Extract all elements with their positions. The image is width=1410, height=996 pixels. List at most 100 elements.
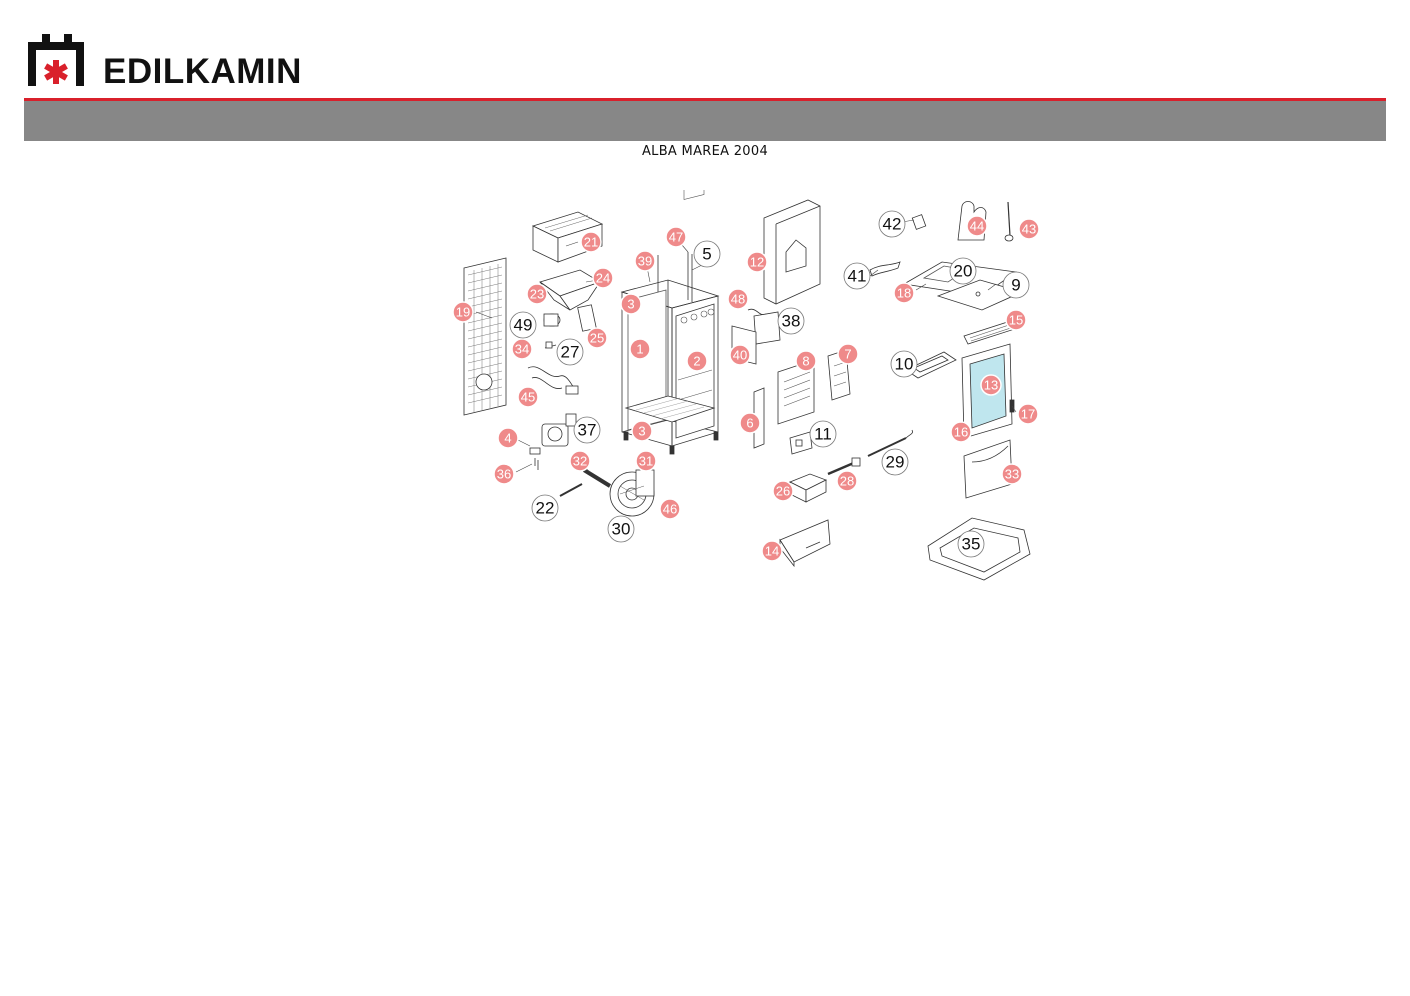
callout-part-23: 23	[526, 283, 548, 305]
callout-label: 9	[1011, 276, 1020, 295]
callout-part-42: 42	[878, 210, 906, 238]
drawing-ventilator	[582, 468, 655, 517]
callout-circle	[629, 338, 651, 360]
callout-circle	[881, 448, 909, 476]
callout-circle	[950, 421, 972, 443]
callout-part-11: 11	[809, 420, 837, 448]
callout-part-20: 20	[949, 257, 977, 285]
callout-circle	[586, 327, 608, 349]
callout-circle	[580, 231, 602, 253]
callout-label: 7	[844, 347, 851, 362]
callout-label: 17	[1021, 407, 1035, 422]
callout-part-21: 21	[580, 231, 602, 253]
exploded-parts-diagram: 1233456789101112131415161718192021222324…	[452, 190, 1040, 581]
callout-part-29: 29	[881, 448, 909, 476]
callout-circle	[809, 420, 837, 448]
callout-label: 38	[782, 312, 801, 331]
callout-part-1: 1	[629, 338, 651, 360]
callout-label: 21	[584, 235, 598, 250]
callout-circle	[772, 480, 794, 502]
callout-circle	[893, 282, 915, 304]
callout-circle	[509, 311, 537, 339]
callout-circle	[526, 283, 548, 305]
callout-circle	[452, 301, 474, 323]
drawing-cable-harness	[527, 366, 579, 395]
brand-name-text: EDILKAMIN	[103, 52, 302, 91]
callout-circle	[573, 416, 601, 444]
callout-label: 16	[954, 425, 968, 440]
callout-part-33: 33	[1001, 463, 1023, 485]
callout-part-46: 46	[659, 498, 681, 520]
callout-part-48: 48	[727, 288, 749, 310]
callout-circle	[631, 420, 653, 442]
callout-part-3a: 3	[620, 293, 642, 315]
callout-label: 37	[578, 421, 597, 440]
callout-part-15: 15	[1005, 309, 1027, 331]
callout-label: 39	[638, 254, 652, 269]
callout-part-26: 26	[772, 480, 794, 502]
callout-circle	[569, 450, 591, 472]
callout-circle	[795, 350, 817, 372]
callout-part-38: 38	[777, 307, 805, 335]
callout-label: 43	[1022, 222, 1036, 237]
callout-circle	[1017, 403, 1039, 425]
callout-part-47: 47	[665, 226, 687, 248]
callout-part-37: 37	[573, 416, 601, 444]
callout-label: 4	[504, 431, 511, 446]
callout-label: 18	[897, 286, 911, 301]
callout-part-49: 49	[509, 311, 537, 339]
callout-part-35: 35	[957, 530, 985, 558]
callout-label: 3	[638, 424, 645, 439]
callout-part-12: 12	[746, 251, 768, 273]
callout-label: 14	[765, 544, 779, 559]
callout-label: 36	[497, 467, 511, 482]
callout-label: 31	[639, 454, 653, 469]
callout-label: 30	[612, 520, 631, 539]
drawing-sensor	[529, 447, 541, 470]
document-title: ALBA MAREA 2004	[641, 144, 769, 159]
callout-circle	[659, 498, 681, 520]
callout-circle	[607, 515, 635, 543]
callout-part-2: 2	[686, 350, 708, 372]
drawing-ash-drawer	[779, 519, 831, 568]
callout-circle	[686, 350, 708, 372]
callout-label: 35	[962, 535, 981, 554]
callout-label: 8	[802, 354, 809, 369]
header-red-rule	[24, 98, 1386, 101]
callout-label: 45	[521, 390, 535, 405]
callout-label: 2	[693, 354, 700, 369]
callout-part-10: 10	[890, 350, 918, 378]
callout-circle	[517, 386, 539, 408]
callout-circle	[761, 540, 783, 562]
drawing-pellet-hopper	[531, 211, 604, 263]
callout-part-13: 13	[980, 374, 1002, 396]
callout-label: 22	[536, 499, 555, 518]
callout-label: 3	[627, 297, 634, 312]
callout-label: 11	[814, 425, 832, 444]
callout-circle	[634, 250, 656, 272]
callout-circle	[1002, 271, 1030, 299]
callout-label: 27	[561, 343, 580, 362]
callout-part-43: 43	[1018, 218, 1040, 240]
callout-circle	[511, 338, 533, 360]
drawing-door-gasket	[905, 351, 957, 379]
callout-part-4: 4	[497, 427, 519, 449]
callout-circle	[843, 262, 871, 290]
callout-label: 42	[883, 215, 902, 234]
callout-circle	[497, 427, 519, 449]
drawing-smoke-fan	[541, 413, 577, 447]
drawing-ash-container	[789, 457, 861, 503]
callout-circle	[878, 210, 906, 238]
callout-circle	[556, 338, 584, 366]
callout-circle	[729, 344, 751, 366]
callout-label: 29	[886, 453, 905, 472]
callout-part-8: 8	[795, 350, 817, 372]
callout-circle	[693, 240, 721, 268]
callout-part-19: 19	[452, 301, 474, 323]
callout-label: 48	[731, 292, 745, 307]
callout-label: 25	[590, 331, 604, 346]
callout-part-32: 32	[569, 450, 591, 472]
edilkamin-logo-icon	[28, 34, 84, 86]
callout-circle	[949, 257, 977, 285]
callout-circle	[966, 215, 988, 237]
